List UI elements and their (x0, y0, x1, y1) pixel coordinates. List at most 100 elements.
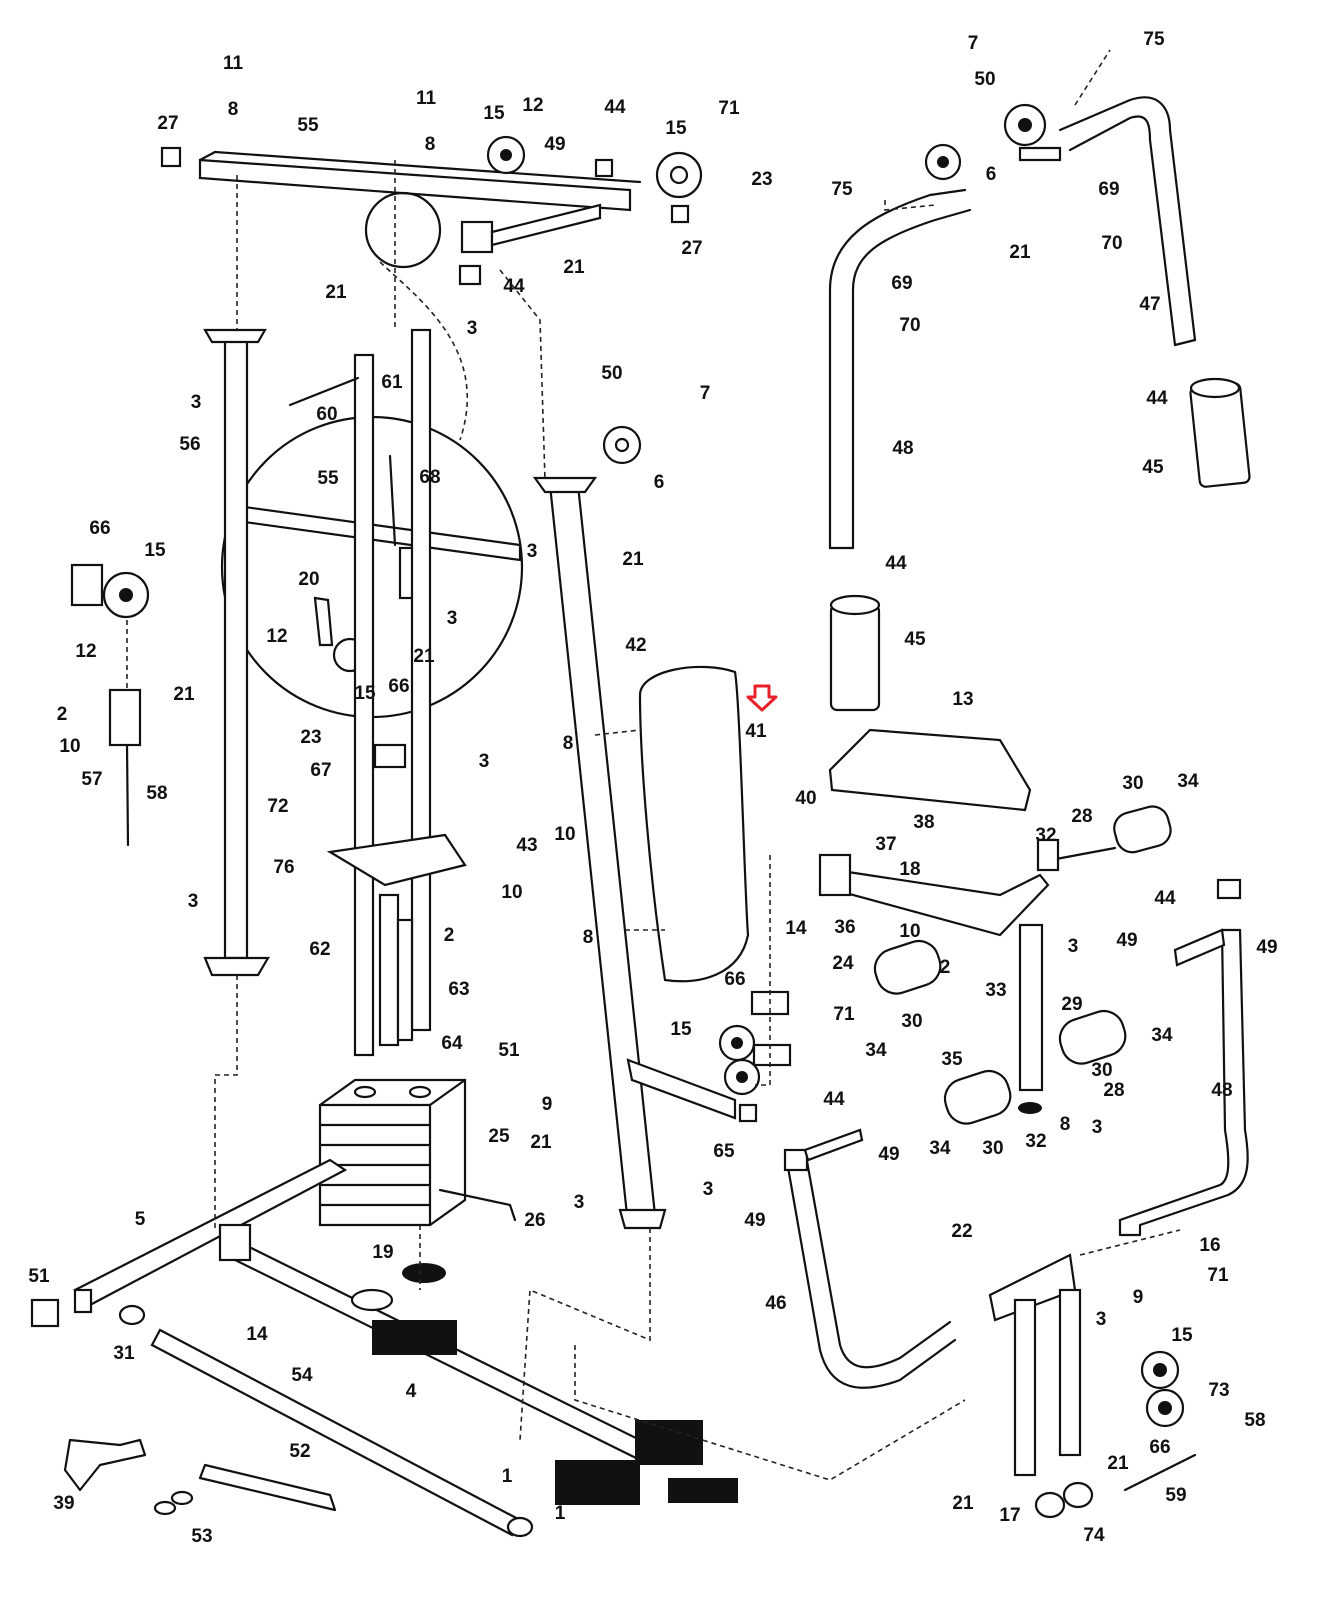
part-label-24: 24 (832, 953, 854, 974)
part-label-54: 54 (291, 1365, 313, 1386)
part-label-21: 21 (325, 282, 347, 303)
part-label-30: 30 (901, 1011, 922, 1032)
part-label-53: 53 (191, 1526, 212, 1547)
base-frame (30, 1158, 738, 1538)
part-label-17: 17 (999, 1505, 1020, 1526)
part-label-37: 37 (875, 834, 896, 855)
part-label-66: 66 (388, 676, 409, 697)
part-label-64: 64 (441, 1033, 463, 1054)
part-label-8: 8 (583, 927, 594, 948)
top-pulleys (160, 135, 703, 286)
part-label-23: 23 (300, 727, 321, 748)
part-label-10: 10 (59, 736, 80, 757)
part-label-28: 28 (1071, 806, 1092, 827)
guide-rods (288, 328, 467, 1057)
part-label-1: 1 (555, 1503, 566, 1524)
part-label-47: 47 (1139, 294, 1160, 315)
part-label-21: 21 (622, 549, 644, 570)
part-label-11: 11 (416, 88, 437, 109)
assembly-lines (126, 49, 1181, 1481)
part-label-30: 30 (982, 1138, 1003, 1159)
part-label-8: 8 (228, 99, 239, 120)
down-arrow-outline-icon (746, 684, 778, 712)
part-label-13: 13 (952, 689, 973, 710)
part-label-15: 15 (144, 540, 166, 561)
part-label-51: 51 (28, 1266, 50, 1287)
part-label-15: 15 (1171, 1325, 1193, 1346)
part-label-71: 71 (833, 1004, 855, 1025)
part-label-66: 66 (724, 969, 745, 990)
part-label-21: 21 (563, 257, 585, 278)
part-label-32: 32 (1035, 825, 1056, 846)
part-label-48: 48 (1211, 1080, 1232, 1101)
leg-arms (783, 878, 1249, 1389)
part-label-3: 3 (574, 1192, 585, 1213)
part-label-44: 44 (604, 97, 626, 118)
lower-pulleys (718, 990, 792, 1096)
part-label-11: 11 (223, 53, 244, 74)
part-label-2: 2 (444, 925, 455, 946)
part-label-20: 20 (298, 569, 319, 590)
part-label-9: 9 (1133, 1287, 1144, 1308)
part-label-66: 66 (1149, 1437, 1170, 1458)
part-label-58: 58 (1244, 1410, 1265, 1431)
part-label-59: 59 (1165, 1485, 1186, 1506)
part-label-49: 49 (744, 1210, 765, 1231)
part-label-3: 3 (1096, 1309, 1107, 1330)
part-label-27: 27 (157, 113, 178, 134)
part-label-66: 66 (89, 518, 110, 539)
part-label-38: 38 (913, 812, 934, 833)
part-label-16: 16 (1199, 1235, 1220, 1256)
part-label-2: 2 (57, 704, 68, 725)
part-label-21: 21 (1107, 1453, 1129, 1474)
part-label-27: 27 (681, 238, 702, 259)
part-label-8: 8 (1060, 1114, 1071, 1135)
part-label-5: 5 (135, 1209, 146, 1230)
part-label-60: 60 (316, 404, 337, 425)
part-label-57: 57 (81, 769, 102, 790)
part-label-76: 76 (273, 857, 294, 878)
weight-stack (318, 1078, 517, 1227)
part-label-12: 12 (75, 641, 96, 662)
left-pulley-group (70, 563, 150, 847)
part-label-4: 4 (406, 1381, 417, 1402)
part-label-30: 30 (1122, 773, 1143, 794)
part-label-51: 51 (498, 1040, 520, 1061)
part-label-65: 65 (713, 1141, 735, 1162)
part-label-7: 7 (968, 33, 979, 54)
part-label-29: 29 (1061, 994, 1082, 1015)
seat-pad (828, 728, 1032, 812)
upper-arm (828, 96, 1197, 550)
part-label-56: 56 (179, 434, 200, 455)
part-label-28: 28 (1103, 1080, 1124, 1101)
front-upright (532, 425, 758, 1230)
part-label-42: 42 (625, 635, 646, 656)
part-label-50: 50 (601, 363, 622, 384)
back-pad (594, 665, 750, 983)
part-label-44: 44 (1154, 888, 1176, 909)
part-label-71: 71 (718, 98, 740, 119)
part-label-44: 44 (885, 553, 907, 574)
part-label-36: 36 (834, 917, 855, 938)
accessories (63, 1438, 337, 1516)
part-label-12: 12 (522, 95, 543, 116)
part-label-10: 10 (501, 882, 522, 903)
part-label-62: 62 (309, 939, 330, 960)
part-label-3: 3 (467, 318, 478, 339)
part-label-3: 3 (703, 1179, 714, 1200)
part-label-39: 39 (53, 1493, 74, 1514)
part-label-69: 69 (1098, 179, 1119, 200)
foam-rollers (829, 377, 1251, 712)
top-crossbar (198, 150, 642, 254)
part-label-21: 21 (530, 1132, 552, 1153)
part-label-50: 50 (974, 69, 995, 90)
seat-frame (818, 805, 1172, 1125)
part-label-43: 43 (516, 835, 537, 856)
part-label-70: 70 (899, 315, 920, 336)
part-label-70: 70 (1101, 233, 1122, 254)
part-label-2: 2 (940, 957, 951, 978)
part-label-8: 8 (425, 134, 436, 155)
part-label-58: 58 (146, 783, 167, 804)
